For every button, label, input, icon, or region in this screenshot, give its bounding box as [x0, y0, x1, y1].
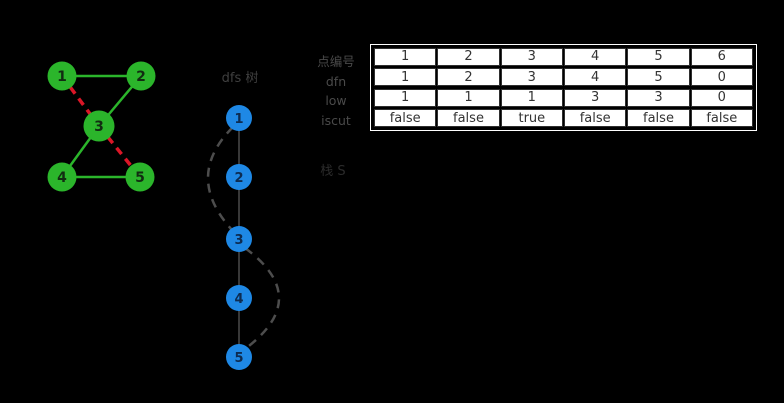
graph-node-4	[47, 162, 77, 192]
table-cell: 2	[437, 68, 500, 87]
table-cell: false	[627, 109, 690, 127]
row-label-node-id: 点编号	[317, 54, 355, 69]
tree-node-3-label: 3	[234, 233, 243, 248]
tree-node-5	[226, 344, 252, 370]
table-cell: false	[374, 109, 437, 127]
values-table: 1 2 3 4 5 6 1 2 3 4 5 0 1 1 1 3 3 0 fals…	[370, 44, 757, 131]
table-cell: 5	[627, 68, 690, 87]
row-label-iscut: iscut	[321, 112, 351, 128]
stack-s-label: 栈 S	[320, 164, 346, 179]
table-cell: false	[437, 109, 500, 127]
table-cell: 0	[690, 88, 753, 107]
row-label-low: low	[325, 93, 347, 108]
table-cell: 1	[374, 68, 437, 87]
tree-node-4	[226, 285, 252, 311]
graph-node-3-label: 3	[94, 119, 104, 135]
tree-back-edge-1-3	[206, 126, 234, 232]
table-cell: 3	[627, 88, 690, 107]
table-cell: false	[563, 109, 627, 127]
table-cell: true	[500, 109, 563, 127]
tree-node-4-label: 4	[234, 292, 243, 307]
graph-node-1-label: 1	[57, 69, 67, 85]
table-cell: 0	[690, 68, 753, 87]
table-cell: 6	[690, 48, 753, 66]
table-row-labels: 点编号 dfn low iscut	[303, 52, 369, 130]
table-cell: 5	[627, 48, 690, 66]
tree-node-5-label: 5	[234, 351, 243, 366]
graph-node-2-label: 2	[136, 69, 146, 85]
graph-node-3	[83, 110, 115, 142]
table-cell: 1	[500, 88, 563, 107]
graph-node-2	[126, 61, 156, 91]
graph-node-4-label: 4	[57, 170, 67, 186]
table-cell: 1	[374, 88, 437, 107]
graph-edge-1-3-dashed	[60, 74, 101, 128]
graph-node-5-label: 5	[135, 170, 145, 186]
table-cell: 4	[563, 68, 627, 87]
tree-node-1	[226, 105, 252, 131]
tree-node-1-label: 1	[234, 112, 243, 127]
dfs-tree-label: dfs 树	[221, 71, 259, 86]
table-cell: 3	[500, 68, 563, 87]
graph-node-5	[125, 162, 155, 192]
graph-edge-3-5-dashed	[97, 124, 142, 179]
tree-node-2	[226, 164, 252, 190]
tree-node-3	[226, 226, 252, 252]
table-cell: 1	[374, 48, 437, 66]
graph-node-1	[47, 61, 77, 91]
table-cell: 1	[437, 88, 500, 107]
table-cell: 3	[563, 88, 627, 107]
table-cell: 2	[437, 48, 500, 66]
table-cell: false	[690, 109, 753, 127]
tree-node-2-label: 2	[234, 171, 243, 186]
table-cell: 3	[500, 48, 563, 66]
table-cell: 4	[563, 48, 627, 66]
tree-back-edge-3-5	[244, 246, 281, 350]
row-label-dfn: dfn	[325, 73, 347, 89]
